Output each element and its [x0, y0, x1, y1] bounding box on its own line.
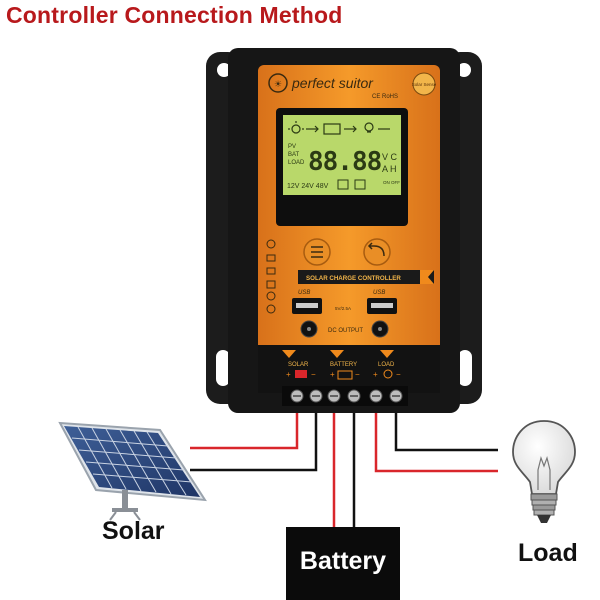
light-bulb-illustration [512, 420, 576, 523]
brand-logo-icon [268, 73, 288, 93]
wiring [190, 405, 498, 527]
terminal-load-label: LOAD [378, 362, 395, 368]
svg-text:+: + [373, 370, 378, 379]
usb-spec: 5V/2.5A [335, 306, 351, 311]
battery-block: Battery [286, 527, 400, 600]
return-icon [367, 242, 385, 257]
load-positive-wire [374, 405, 498, 473]
banner-text: SOLAR CHARGE CONTROLLER [306, 275, 401, 282]
return-button[interactable] [363, 238, 391, 266]
diagram-title: Controller Connection Method [6, 2, 343, 28]
lcd-bat-label: BAT [288, 152, 300, 158]
menu-button[interactable] [303, 238, 331, 266]
dc-output-label: DC OUTPUT [328, 328, 363, 334]
svg-text:−: − [311, 370, 316, 379]
solar-positive-wire [190, 405, 299, 450]
svg-text:−: − [396, 370, 401, 379]
solar-badge: Solar Sense [412, 82, 437, 87]
model-banner [298, 270, 434, 284]
solar-label: Solar [102, 517, 165, 545]
brand-name: perfect suitor [291, 75, 374, 91]
load-negative-wire [394, 405, 498, 452]
svg-text:+: + [286, 370, 291, 379]
lcd-units: V C [382, 152, 398, 162]
load-terminal-icon [383, 369, 393, 379]
battery-terminal-icon [337, 370, 353, 380]
svg-text:☀: ☀ [274, 79, 282, 89]
terminal-solar-label: SOLAR [288, 362, 309, 368]
menu-icon [311, 246, 323, 258]
usb-left-label: USB [298, 290, 310, 296]
lcd-units-2: A H [382, 164, 397, 174]
terminal-battery-label: BATTERY [330, 362, 357, 368]
lcd-pv-label: PV [288, 144, 296, 150]
load-label: Load [518, 539, 578, 567]
battery-label: Battery [299, 547, 387, 575]
lcd-digits: 88.88 [308, 147, 382, 177]
solar-negative-wire [190, 405, 318, 472]
svg-text:−: − [355, 370, 360, 379]
svg-text:+: + [330, 370, 335, 379]
cert-marks: CE RoHS [372, 94, 398, 100]
lcd-on-off: ON OFF [383, 180, 400, 185]
lcd-status-icons [288, 121, 390, 135]
charge-controller: ☀ perfect suitor Solar Sense CE RoHS PV … [206, 48, 482, 413]
usb-right-label: USB [373, 290, 385, 296]
solar-terminal-icon [295, 370, 307, 378]
screw-terminals [282, 386, 408, 406]
side-indicator-icons [266, 239, 276, 314]
lcd-load-label: LOAD [288, 160, 305, 166]
lcd-voltages: 12V 24V 48V [287, 183, 329, 190]
lcd-screen [283, 115, 401, 195]
solar-panel-illustration [58, 421, 207, 521]
